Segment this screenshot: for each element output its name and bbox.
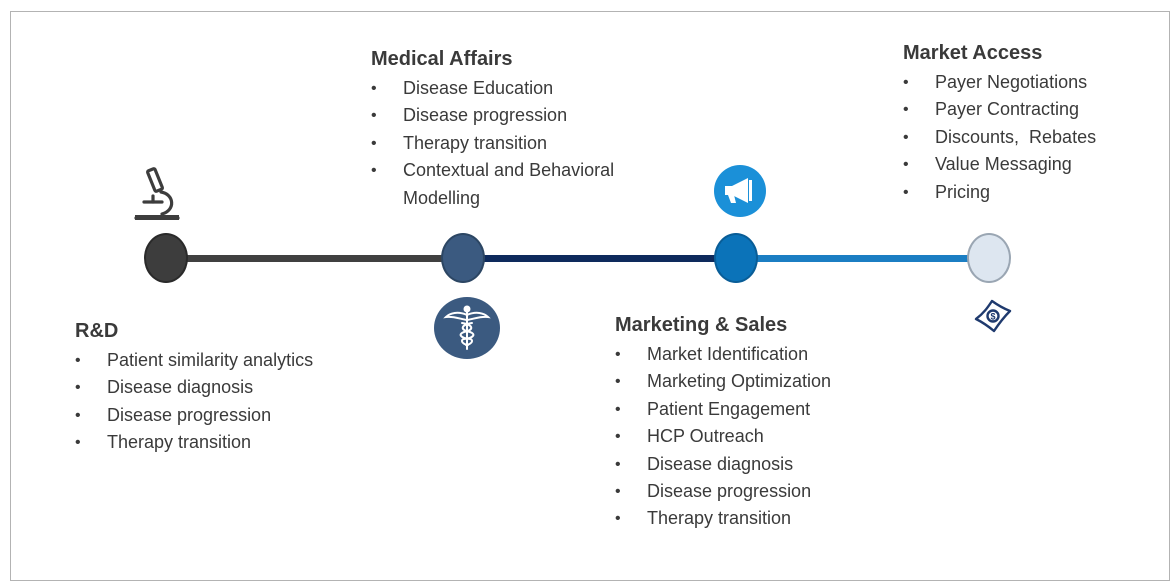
list-item: Therapy transition xyxy=(371,130,671,158)
caduceus-icon xyxy=(434,297,500,359)
list-item: Therapy transition xyxy=(615,505,831,533)
timeline-segment-medical xyxy=(463,255,737,262)
marketing-title: Marketing & Sales xyxy=(615,314,788,336)
list-item: Marketing Optimization xyxy=(615,368,831,396)
marketing-block: Marketing & Sales Market Identification … xyxy=(615,313,831,533)
timeline-segment-marketing xyxy=(736,255,990,262)
rd-title: R&D xyxy=(75,320,119,342)
list-item: Market Identification xyxy=(615,341,831,369)
list-item: Disease Education xyxy=(371,75,671,103)
timeline-node-marketing xyxy=(714,233,758,283)
list-item: Disease progression xyxy=(371,102,671,130)
list-item: Disease diagnosis xyxy=(75,374,313,402)
list-item: HCP Outreach xyxy=(615,423,831,451)
list-item: Therapy transition xyxy=(75,429,313,457)
list-item: Disease progression xyxy=(75,402,313,430)
list-item: Patient similarity analytics xyxy=(75,347,313,375)
timeline-node-access xyxy=(967,233,1011,283)
rd-list: Patient similarity analytics Disease dia… xyxy=(75,347,313,457)
list-item: Pricing xyxy=(903,179,1096,207)
list-item: Contextual and Behavioral Modelling xyxy=(371,157,639,212)
rd-block: R&D Patient similarity analytics Disease… xyxy=(75,319,313,457)
list-item: Disease progression xyxy=(615,478,831,506)
timeline-segment-rd xyxy=(166,255,464,262)
list-item: Disease diagnosis xyxy=(615,451,831,479)
microscope-icon xyxy=(134,167,180,220)
dollar-bill-icon: $ xyxy=(974,299,1012,333)
list-item: Value Messaging xyxy=(903,151,1096,179)
timeline-node-rd xyxy=(144,233,188,283)
access-list: Payer Negotiations Payer Contracting Dis… xyxy=(903,69,1096,206)
list-item: Payer Negotiations xyxy=(903,69,1096,97)
marketing-list: Market Identification Marketing Optimiza… xyxy=(615,341,831,533)
access-title: Market Access xyxy=(903,42,1043,64)
list-item: Payer Contracting xyxy=(903,96,1096,124)
timeline-node-medical xyxy=(441,233,485,283)
list-item: Discounts, Rebates xyxy=(903,124,1096,152)
svg-text:$: $ xyxy=(990,312,995,322)
list-item: Patient Engagement xyxy=(615,396,831,424)
medical-list: Disease Education Disease progression Th… xyxy=(371,75,671,212)
medical-title: Medical Affairs xyxy=(371,48,513,70)
megaphone-icon xyxy=(714,165,766,217)
medical-block: Medical Affairs Disease Education Diseas… xyxy=(371,47,671,212)
access-block: Market Access Payer Negotiations Payer C… xyxy=(903,41,1096,206)
